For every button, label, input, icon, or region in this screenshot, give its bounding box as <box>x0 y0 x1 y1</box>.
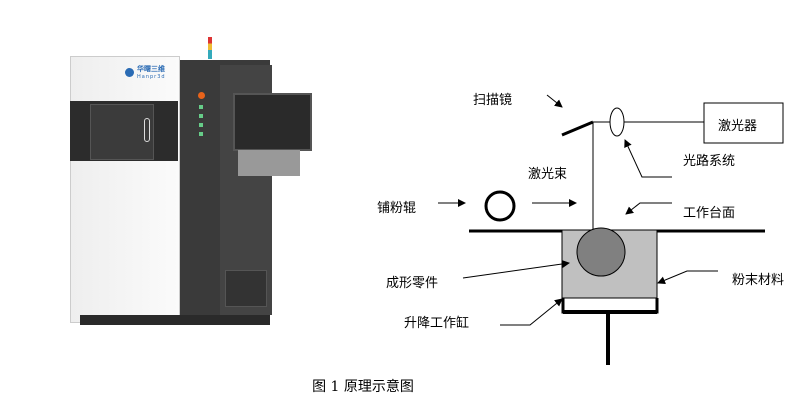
laser-box <box>703 102 784 144</box>
base <box>80 315 270 325</box>
emergency-button <box>198 92 205 99</box>
lens <box>609 107 625 137</box>
formed-part <box>576 227 626 277</box>
front-panel <box>70 56 180 323</box>
laser-label: 激光器 <box>718 119 758 134</box>
indicator-lights <box>199 105 203 139</box>
scan-mirror-arrow <box>546 94 563 108</box>
logo: 华曙三维 <box>137 65 165 73</box>
scan-mirror-label: 扫描镜 <box>473 93 513 108</box>
optical-system-pointer <box>624 139 672 178</box>
logo-icon <box>125 68 134 77</box>
figure-caption: 图 1 原理示意图 <box>312 379 414 395</box>
vent <box>225 270 267 307</box>
logo-english: Hanpr3d <box>137 74 166 80</box>
formed-part-pointer <box>462 260 570 279</box>
scan-mirror <box>561 120 594 137</box>
powder-pointer <box>657 270 718 285</box>
piston <box>561 298 659 314</box>
lift-cylinder-label: 升降工作缸 <box>404 316 470 331</box>
lift-cylinder-pointer <box>500 298 563 326</box>
status-light <box>208 37 212 59</box>
keyboard-tray <box>238 150 300 176</box>
laser-beam-label: 激光束 <box>528 167 568 182</box>
roller <box>484 190 516 222</box>
powder-label: 粉末材料 <box>732 273 785 288</box>
build-window <box>90 104 154 160</box>
work-table-label: 工作台面 <box>683 206 736 221</box>
roller-label: 铺粉辊 <box>377 201 417 216</box>
formed-part-label: 成形零件 <box>386 276 439 291</box>
optical-system-label: 光路系统 <box>683 154 736 169</box>
printer-image: 华曙三维 Hanpr3d <box>60 30 320 330</box>
door-handle <box>144 118 150 142</box>
work-table-pointer <box>625 202 672 215</box>
